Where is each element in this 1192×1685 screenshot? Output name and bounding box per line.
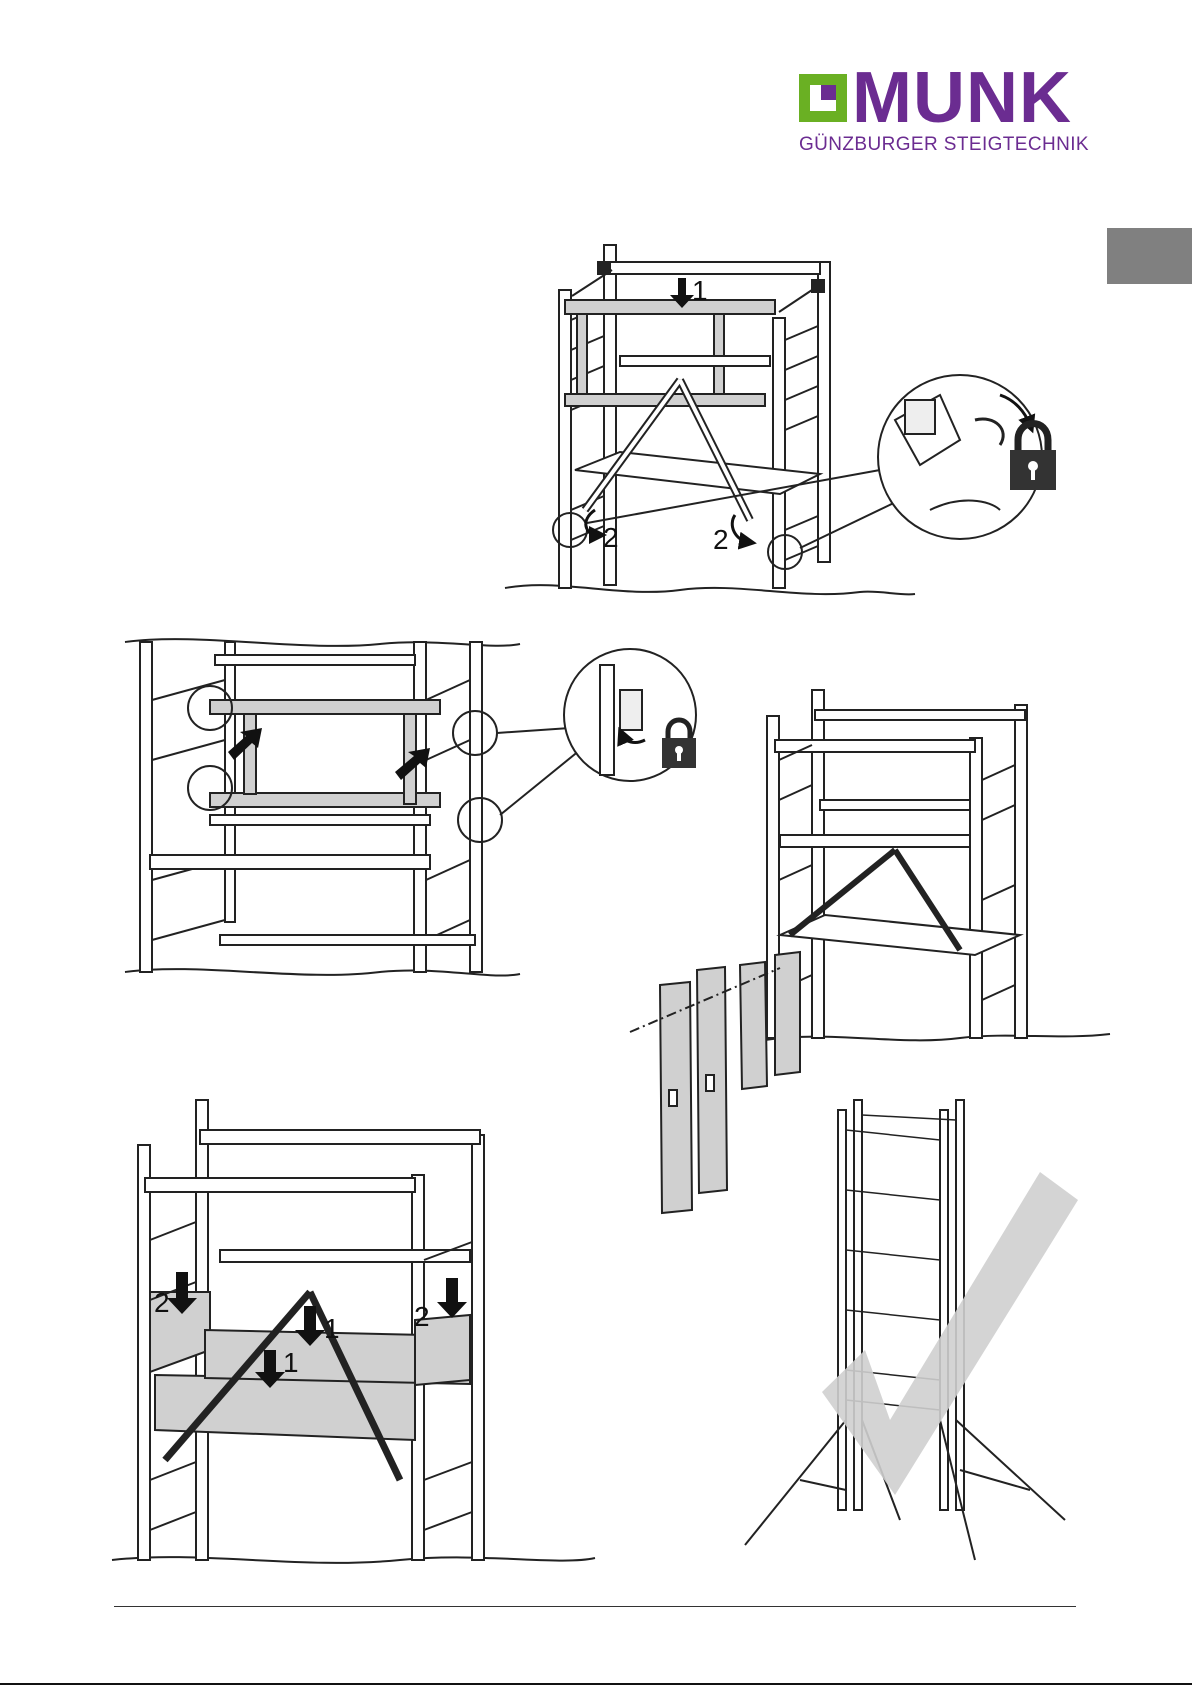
fig1-step-2-left: 2	[603, 522, 619, 553]
fig4-step-1-lower: 1	[283, 1347, 299, 1378]
figure-1-guardrail-and-braces	[505, 245, 915, 594]
fig4-step-2-right: 2	[414, 1301, 430, 1332]
toeboards	[630, 952, 800, 1213]
fig1-step-2-right: 2	[713, 524, 729, 555]
fig4-step-2-left: 2	[154, 1287, 170, 1318]
fig1-step-1: 1	[692, 275, 708, 306]
figure-5-complete-tower	[745, 1100, 1065, 1560]
footer-rule	[114, 1606, 1076, 1607]
figure-2-guardrail-mount	[125, 639, 580, 975]
arrow-down-icon	[437, 1278, 467, 1318]
fig4-step-1-center: 1	[324, 1313, 340, 1344]
figure-4-platform-install	[112, 1100, 595, 1563]
figure-3-tower-with-toeboards	[765, 690, 1110, 1040]
